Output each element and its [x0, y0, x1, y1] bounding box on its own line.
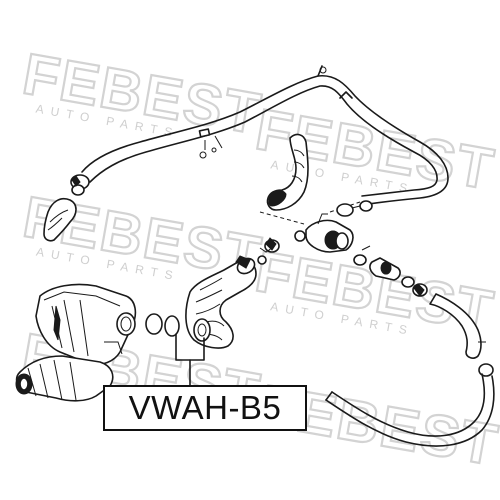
hose-rings: [145, 313, 211, 342]
part-number-label: VWAH-B5: [103, 385, 307, 431]
left-small-hose: [43, 197, 77, 242]
upper-hose-clips: [198, 128, 223, 159]
middle-elbow-hose: [266, 133, 309, 211]
t-junction-assembly: [264, 213, 371, 266]
right-connectors: [336, 200, 373, 217]
throttle-body: [15, 283, 137, 402]
part-callout-bracket: [175, 333, 205, 389]
right-branch-hose: [369, 257, 494, 377]
left-fitting: [70, 174, 90, 196]
upper-breather-hose: [81, 65, 449, 206]
part-number-text: VWAH-B5: [128, 389, 282, 426]
bottom-right-tube: [325, 373, 495, 447]
